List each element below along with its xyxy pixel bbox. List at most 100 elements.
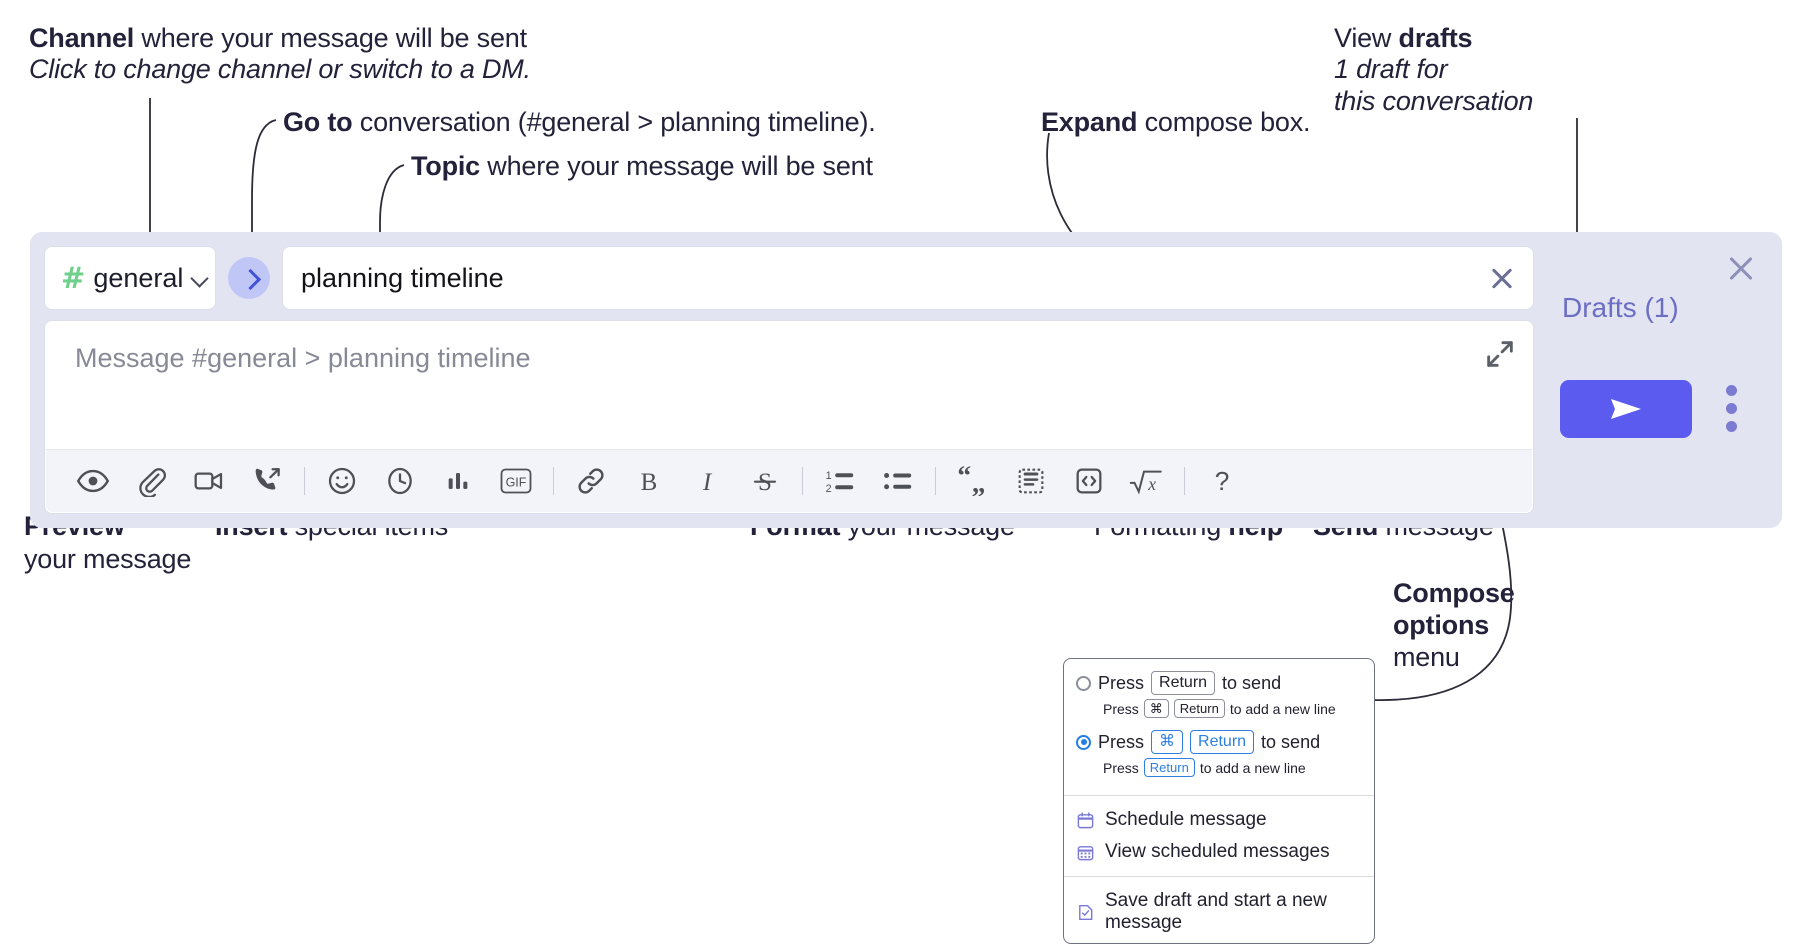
kebab-dot: [1726, 421, 1737, 432]
option2-pre: Press: [1098, 731, 1145, 752]
save-draft-icon: [1076, 903, 1095, 922]
menu-item-label: View scheduled messages: [1105, 841, 1330, 862]
link-icon[interactable]: [562, 452, 620, 510]
annotation-compose-3: menu: [1393, 642, 1460, 672]
annotation-compose-bold-2: options: [1393, 610, 1490, 640]
svg-text:?: ?: [1215, 466, 1230, 496]
message-box[interactable]: Message #general > planning timeline: [44, 320, 1534, 514]
annotation-compose-bold-1: Compose: [1393, 578, 1515, 608]
audio-call-icon[interactable]: [238, 452, 296, 510]
chevron-right-icon: [243, 272, 256, 285]
strikethrough-icon[interactable]: S: [736, 452, 794, 510]
option1-sub: Press ⌘ Return to add a new line: [1103, 699, 1362, 718]
annotation-preview-2: your message: [24, 544, 192, 574]
emoji-icon[interactable]: [313, 452, 371, 510]
send-arrow-icon: [1611, 399, 1641, 419]
svg-text:2: 2: [826, 483, 832, 495]
annotation-channel-sub: Click to change channel or switch to a D…: [29, 54, 531, 84]
italic-icon[interactable]: I: [678, 452, 736, 510]
compose-panel: # general planning timeline Message #gen…: [30, 232, 1782, 528]
topic-input[interactable]: planning timeline: [282, 246, 1534, 310]
code-icon[interactable]: [1060, 452, 1118, 510]
key-return: Return: [1151, 671, 1216, 695]
compose-inner: # general planning timeline Message #gen…: [44, 246, 1534, 514]
menu-item-schedule-message[interactable]: Schedule message: [1064, 804, 1374, 836]
drafts-rail: Drafts (1): [1520, 232, 1782, 528]
compose-options-menu: Press Return to send Press ⌘ Return to a…: [1063, 658, 1375, 944]
annotation-drafts-title: View drafts: [1334, 20, 1473, 57]
annotation-channel-title: Channel where your message will be sent: [29, 20, 527, 57]
menu-item-view-scheduled-messages[interactable]: View scheduled messages: [1064, 836, 1374, 868]
annotation-channel-title-bold: Channel: [29, 23, 135, 53]
annotation-expand: Expand compose box.: [1041, 104, 1311, 141]
toolbar-separator-2: [553, 467, 554, 495]
help-icon[interactable]: ?: [1193, 452, 1251, 510]
ordered-list-icon[interactable]: 1 2: [811, 452, 869, 510]
radio-button[interactable]: [1076, 675, 1091, 691]
math-icon[interactable]: x: [1118, 452, 1176, 510]
code-block-icon[interactable]: [1002, 452, 1060, 510]
kebab-dot: [1726, 385, 1737, 396]
message-placeholder: Message #general > planning timeline: [75, 343, 531, 373]
option1-main: Press Return to send: [1076, 671, 1362, 695]
annotation-goto: Go to conversation (#general > planning …: [283, 104, 876, 141]
leader-goto: [251, 119, 277, 245]
compose-header-row: # general planning timeline: [44, 246, 1534, 310]
radio-button-selected[interactable]: [1076, 734, 1091, 750]
svg-text:1: 1: [826, 470, 832, 482]
send-button[interactable]: [1560, 380, 1692, 438]
option2-sub-post: to add a new line: [1199, 759, 1306, 776]
key-command: ⌘: [1151, 730, 1184, 754]
menu-item-save-draft[interactable]: Save draft and start a new message: [1064, 885, 1374, 939]
clock-icon[interactable]: [371, 452, 429, 510]
attachment-icon[interactable]: [122, 452, 180, 510]
bulleted-list-icon[interactable]: [869, 452, 927, 510]
hash-icon: #: [61, 260, 86, 295]
option2-sub: Press Return to add a new line: [1103, 758, 1362, 777]
poll-icon[interactable]: [429, 452, 487, 510]
menu-divider: [1064, 876, 1374, 877]
option1-sub-pre: Press: [1103, 700, 1139, 717]
expand-compose-icon[interactable]: [1483, 337, 1517, 371]
chevron-down-icon: [191, 269, 209, 287]
calendar-grid-icon: [1076, 843, 1095, 862]
svg-text:x: x: [1147, 474, 1156, 494]
channel-selector[interactable]: # general: [44, 246, 216, 310]
annotation-expand-rest: compose box.: [1137, 107, 1311, 137]
annotation-expand-bold: Expand: [1041, 107, 1138, 137]
svg-text:„: „: [972, 467, 986, 496]
menu-divider: [1064, 795, 1374, 796]
annotation-topic-rest: where your message will be sent: [480, 151, 873, 181]
bold-icon[interactable]: B: [620, 452, 678, 510]
go-to-conversation-button[interactable]: [228, 257, 270, 299]
close-icon[interactable]: [1724, 252, 1758, 286]
calendar-icon: [1076, 811, 1095, 830]
menu-option-return-to-send[interactable]: Press Return to send Press ⌘ Return to a…: [1064, 669, 1374, 728]
toolbar-separator-1: [304, 467, 305, 495]
compose-options-button[interactable]: [1720, 382, 1744, 436]
clear-topic-icon[interactable]: [1479, 255, 1525, 301]
key-return: Return: [1190, 730, 1255, 754]
menu-item-label: Save draft and start a new message: [1105, 890, 1327, 933]
svg-text:B: B: [641, 469, 658, 496]
svg-text:GIF: GIF: [506, 476, 527, 490]
video-icon[interactable]: [180, 452, 238, 510]
option2-main: Press ⌘ Return to send: [1076, 730, 1362, 754]
option1-post: to send: [1222, 672, 1282, 693]
preview-icon[interactable]: [64, 452, 122, 510]
channel-name: general: [93, 262, 184, 293]
blockquote-icon[interactable]: “ „: [944, 452, 1002, 510]
drafts-link[interactable]: Drafts (1): [1562, 292, 1679, 323]
annotation-drafts-sub-1: 1 draft for: [1334, 54, 1448, 84]
kebab-dot: [1726, 403, 1737, 414]
gif-icon[interactable]: GIF: [487, 452, 545, 510]
option1-pre: Press: [1098, 672, 1145, 693]
annotation-topic-bold: Topic: [411, 151, 480, 181]
option1-sub-post: to add a new line: [1229, 700, 1336, 717]
menu-option-cmd-return-to-send[interactable]: Press ⌘ Return to send Press Return to a…: [1064, 728, 1374, 787]
annotation-topic: Topic where your message will be sent: [411, 148, 873, 185]
annotation-channel-title-rest: where your message will be sent: [134, 23, 527, 53]
annotation-goto-rest: conversation (#general > planning timeli…: [352, 107, 876, 137]
svg-text:“: “: [957, 466, 971, 491]
menu-item-label: Schedule message: [1105, 809, 1267, 830]
